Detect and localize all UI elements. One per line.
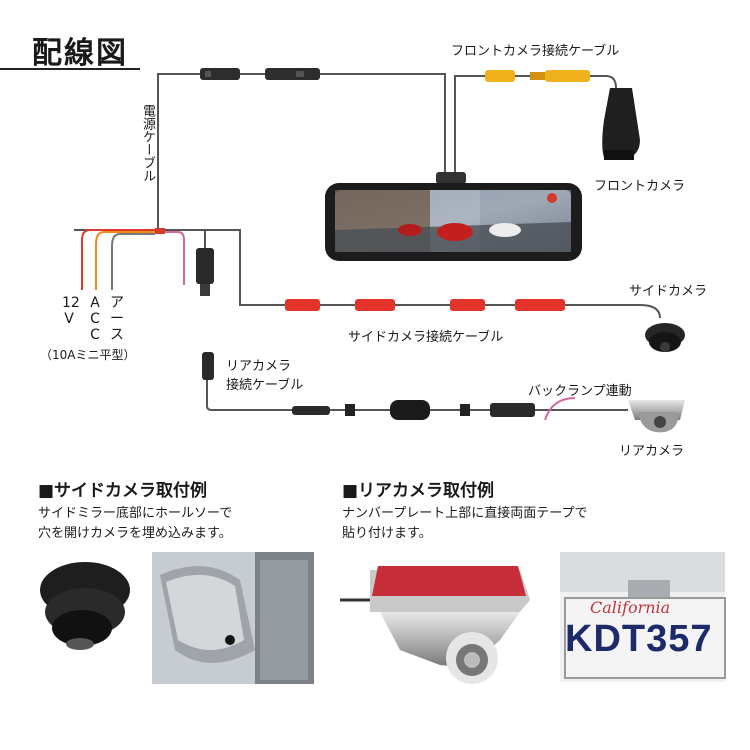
rear-cable-filter xyxy=(390,400,430,420)
rear-cable-label-line1: リアカメラ xyxy=(226,359,292,374)
side-cable-label: サイドカメラ接続ケーブル xyxy=(348,330,504,345)
rear-section-title: ■リアカメラ取付例 xyxy=(342,481,495,501)
front-cable-label: フロントカメラ接続ケーブル xyxy=(451,44,620,59)
rear-section-desc-2: 貼り付けます。 xyxy=(342,526,432,541)
rear-section-desc-1: ナンバープレート上部に直接両面テープで xyxy=(342,506,588,521)
side-cable-connector-1 xyxy=(285,299,320,311)
power-split-wires xyxy=(81,229,185,290)
front-camera-label: フロントカメラ xyxy=(594,179,686,194)
side-camera-shape xyxy=(645,323,685,352)
plate-state: California xyxy=(590,598,671,617)
power-connector-2 xyxy=(265,68,320,80)
power-vertical-connector xyxy=(196,230,214,296)
power-cable-label: 電源ケーブル xyxy=(140,104,155,182)
rear-cable-label-line2: 接続ケーブル xyxy=(226,378,304,393)
power-connector-1 xyxy=(200,68,240,80)
rear-camera-shape xyxy=(628,400,685,433)
side-camera-cable xyxy=(320,304,661,319)
rear-cable-end-plug xyxy=(202,352,214,380)
wire-label-12v: 12 V xyxy=(62,295,80,327)
front-cable-connector-1 xyxy=(485,70,515,82)
front-camera-cable xyxy=(454,75,617,178)
fuse-holder xyxy=(155,228,165,234)
front-camera-shape xyxy=(602,88,640,160)
side-cable-connector-4 xyxy=(515,299,565,311)
side-camera-label: サイドカメラ xyxy=(629,284,708,299)
side-cable-connector-3 xyxy=(450,299,485,311)
title-underline xyxy=(0,68,140,70)
page-title: 配線図 xyxy=(32,36,128,71)
rear-camera-label: リアカメラ xyxy=(619,444,685,459)
mirror-monitor xyxy=(325,172,582,261)
side-section-title: ■サイドカメラ取付例 xyxy=(38,481,208,501)
backlamp-label: バックランプ連動 xyxy=(528,384,632,399)
side-cable-connector-2 xyxy=(355,299,395,311)
wire-label-acc: A C C xyxy=(90,295,100,343)
front-cable-connector-2 xyxy=(545,70,590,82)
side-section-desc-1: サイドミラー底部にホールソーで xyxy=(38,506,233,521)
side-camera-photo xyxy=(40,562,130,650)
wire-label-earth: ア ー ス xyxy=(110,295,124,343)
plate-number: KDT357 xyxy=(565,618,713,660)
license-plate-photo xyxy=(560,552,726,682)
side-section-desc-2: 穴を開けカメラを埋め込みます。 xyxy=(38,526,232,541)
rear-camera-photo xyxy=(340,566,530,684)
side-mirror-photo xyxy=(152,552,314,684)
fuse-note: （10Aミニ平型） xyxy=(40,348,136,362)
